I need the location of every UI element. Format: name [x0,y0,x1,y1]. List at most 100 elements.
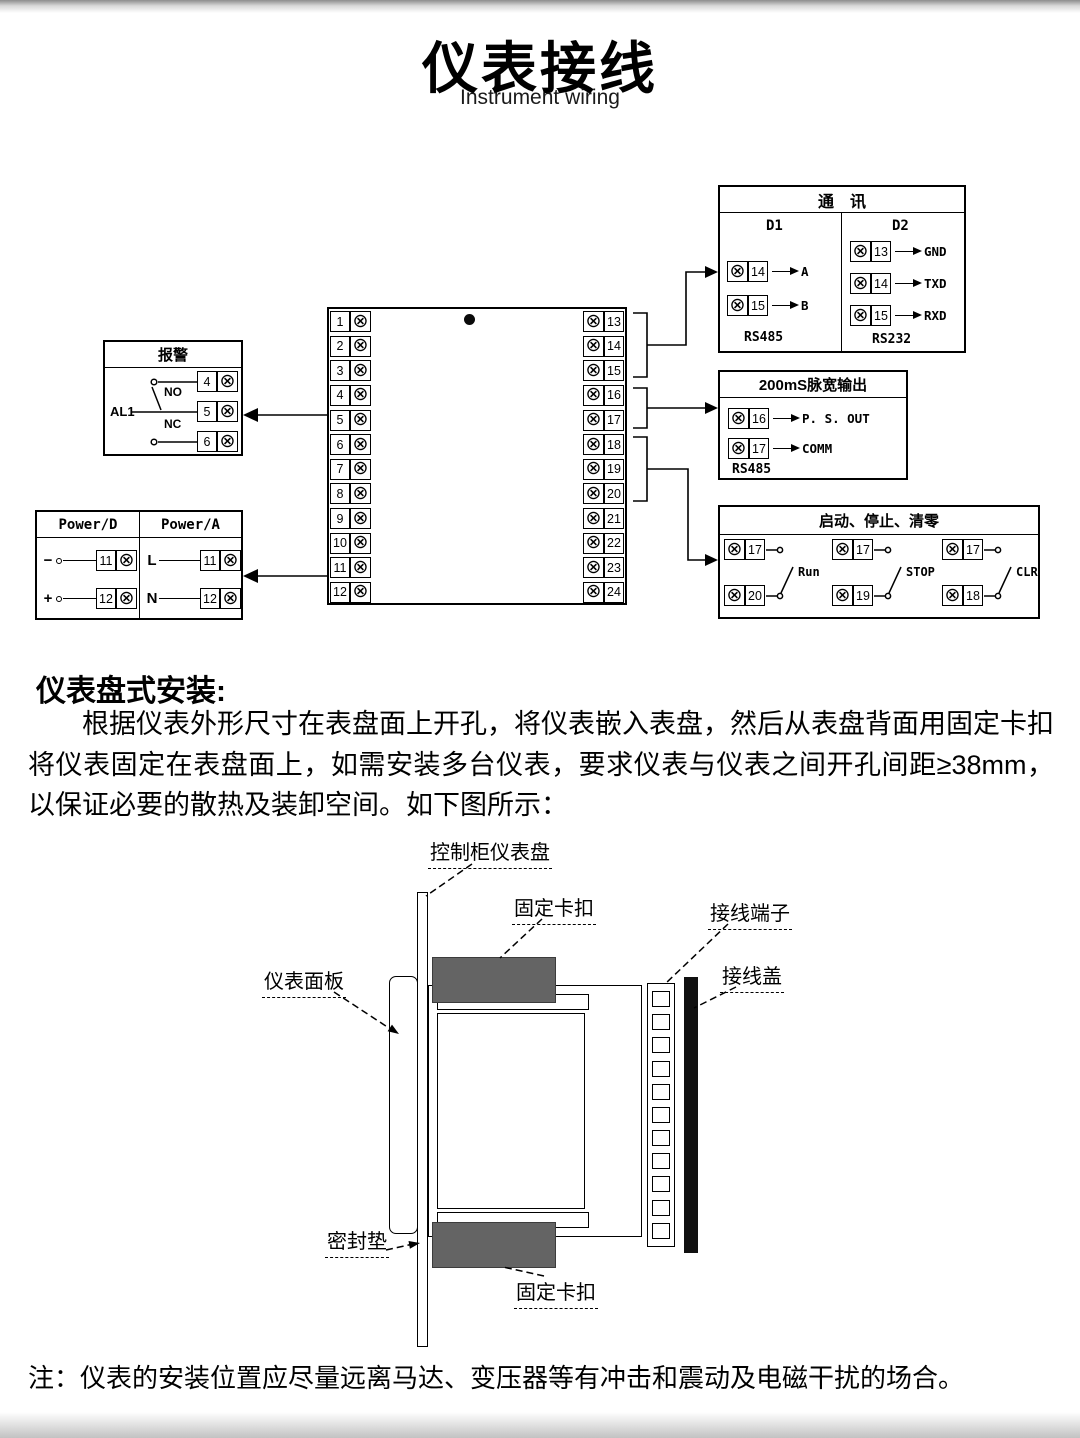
io-label: GND [924,244,947,259]
terminal-number: 12 [96,588,116,609]
screw-terminal-icon [350,311,371,332]
terminal-number: 11 [96,550,116,571]
screw-terminal-icon [832,585,853,606]
terminal-number: 5 [197,401,217,422]
power-plus-label: + [43,590,53,607]
terminal-number: 17 [853,539,873,560]
control-group-stop: 17 19 STOP [832,535,935,619]
callout-front-panel: 仪表面板 [262,965,346,998]
terminal-number: 17 [745,539,765,560]
screw-terminal-icon [217,431,238,452]
screw-terminal-icon [583,581,604,603]
installation-paragraph: 根据仪表外形尺寸在表盘面上开孔，将仪表嵌入表盘，然后从表盘背面用固定卡扣将仪表固… [28,709,1054,820]
wiring-connectors [243,266,718,583]
alarm-box-title: 报警 [105,342,241,368]
terminal-number: 20 [604,483,624,505]
rear-terminal-strip [647,983,675,1247]
screw-terminal-icon [116,588,137,609]
wire [63,560,96,561]
terminal-number: 14 [604,335,624,357]
pulse-box-title: 200mS脉宽输出 [720,372,906,398]
power-a-header: Power/A [160,516,220,533]
terminal-cell [652,1130,670,1147]
callout-fixing-clip-top: 固定卡扣 [512,892,596,925]
screw-terminal-icon [583,409,604,431]
terminal-number: 1 [330,311,350,332]
terminal-row: 8 [330,483,371,505]
instrument-body-inner [437,1013,585,1209]
screw-terminal-icon [727,295,748,316]
screw-terminal-icon [350,581,371,603]
terminal-cell [652,1153,670,1170]
terminal-number: 13 [604,311,624,332]
alarm-no-label: NO [163,385,183,399]
terminal-cell [652,1222,670,1239]
screw-terminal-icon [217,371,238,392]
screw-terminal-icon [583,508,604,529]
pulse-rs485-label: RS485 [732,462,772,477]
wire-endpoint-icon [56,557,62,564]
terminal-number: 15 [748,295,768,316]
screw-terminal-icon [728,438,749,459]
terminal-cell [652,1014,670,1031]
bottom-note: 注：仪表的安装位置应尽量远离马达、变压器等有冲击和震动及电磁干扰的场合。 [28,1363,965,1393]
terminal-row: 11 [330,557,371,579]
switch-symbol [874,546,902,600]
power-box: Power/D Power/A − 11 + 12 L 11 [35,510,243,620]
io-label: B [801,298,809,313]
arrow-right-icon [773,414,800,423]
screw-terminal-icon [220,550,241,571]
power-l-label: L [147,552,157,569]
terminal-row: 21 [583,508,624,529]
control-group-clr: 17 18 CLR [942,535,1044,619]
arrow-right-icon [772,301,799,310]
control-clr-label: CLR [1016,565,1038,579]
terminal-row: 5 [197,401,238,422]
screw-terminal-icon [583,311,604,332]
terminal-number: 11 [200,550,220,571]
comm-d2-label: D2 [892,218,909,234]
arrow-right-icon [895,247,922,256]
terminal-number: 14 [748,261,768,282]
terminal-number: 22 [604,532,624,554]
callout-fixing-clip-bottom: 固定卡扣 [514,1276,598,1309]
terminal-number: 24 [604,581,624,603]
section-heading: 仪表盘式安装: [36,675,226,708]
terminal-number: 18 [963,585,983,606]
terminal-row: 1 [330,311,371,332]
terminal-number: 15 [871,305,891,326]
control-run-label: Run [798,565,820,579]
screw-terminal-icon [727,261,748,282]
screw-terminal-icon [724,539,745,560]
screw-terminal-icon [220,588,241,609]
terminal-number: 19 [853,585,873,606]
terminal-number: 4 [330,384,350,406]
io-label: RXD [924,308,947,323]
terminal-row: 12 [330,581,371,603]
terminal-row: 6 [330,434,371,456]
power-row: N 12 [145,588,241,609]
io-row: 15 B [727,295,809,316]
terminal-number: 3 [330,360,350,382]
terminal-cell [652,1176,670,1193]
power-row: L 11 [145,550,241,571]
switch-symbol [984,546,1012,600]
terminal-number: 6 [197,431,217,452]
terminal-number: 12 [330,581,350,603]
pulse-box: 200mS脉宽输出 16 P. S. OUT 17 COMM RS485 [718,370,908,480]
screw-terminal-icon [350,557,371,579]
power-d-header: Power/D [37,512,140,537]
terminal-cell [652,1106,670,1123]
power-row: + 12 [41,588,137,609]
io-row: 16 P. S. OUT [728,408,870,429]
terminal-row: 13 [583,311,624,332]
screw-terminal-icon [350,508,371,529]
screw-terminal-icon [350,532,371,554]
terminal-row: 6 [197,431,238,452]
screw-terminal-icon [350,335,371,357]
io-row: 15 RXD [850,305,947,326]
front-panel-bezel [389,976,418,1234]
terminal-number: 15 [604,360,624,382]
terminal-number: 5 [330,409,350,431]
screw-terminal-icon [350,434,371,456]
